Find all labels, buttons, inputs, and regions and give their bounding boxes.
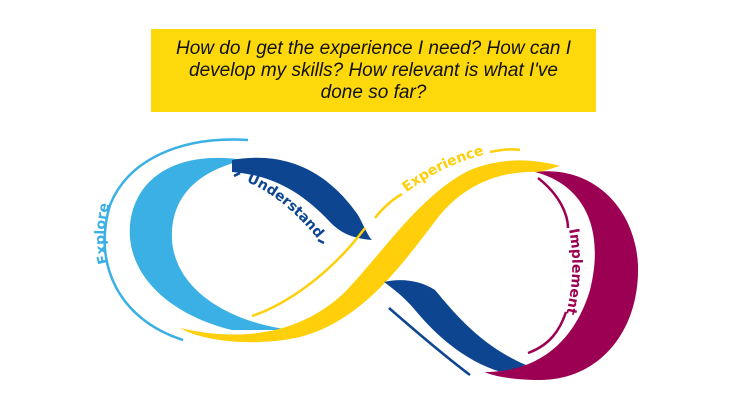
experience-ribbon [180, 160, 560, 343]
implement-inner-arc [527, 177, 570, 355]
label-implement: Implement [562, 227, 584, 316]
understand-dash-right [317, 238, 325, 245]
question-text: How do I get the experience I need? How … [175, 37, 572, 103]
implement-ribbon [485, 171, 639, 380]
label-explore: Explore [93, 201, 114, 266]
explore-ribbon [129, 157, 290, 330]
understand-lower-line [388, 307, 471, 376]
explore-outer-arc [103, 138, 249, 342]
question-box: How do I get the experience I need? How … [151, 29, 596, 112]
experience-outer-arc [374, 148, 521, 219]
understand-lower-ribbon [384, 280, 545, 376]
understand-ribbon [232, 157, 372, 240]
experience-inner-line [251, 227, 367, 318]
understand-dash-left [233, 171, 241, 178]
